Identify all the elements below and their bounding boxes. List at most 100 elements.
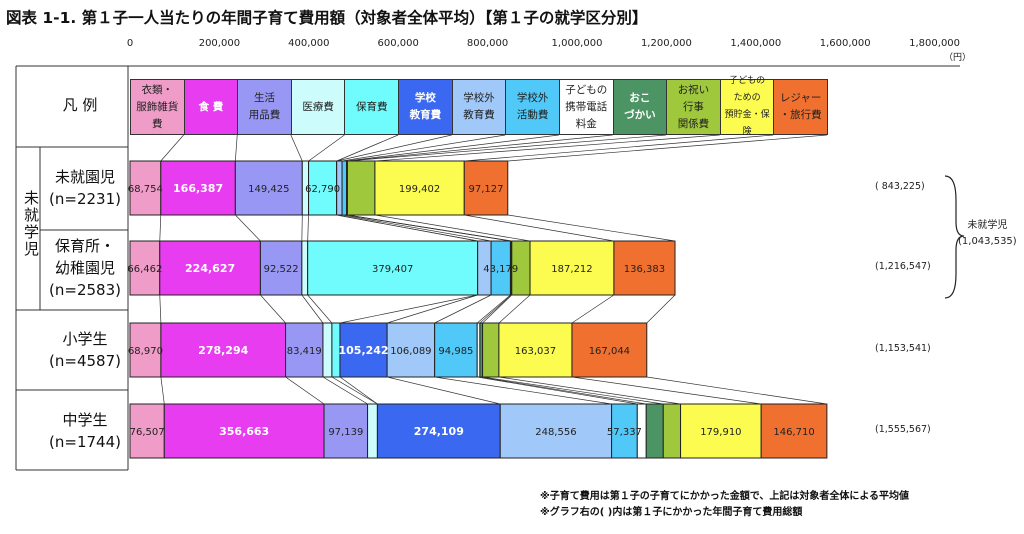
bar-segment [367, 403, 378, 459]
data-label: 43,179 [483, 264, 518, 275]
unit-label: （円） [944, 53, 972, 63]
connector-line [498, 294, 531, 324]
data-label: 92,522 [264, 264, 299, 275]
data-label: 166,387 [173, 182, 223, 195]
connector-line [342, 134, 506, 162]
bar-layer [129, 160, 828, 459]
x-tick-label: 1,000,000 [551, 38, 603, 49]
bar-segment [159, 240, 261, 296]
legend-label: 預貯金・保険 [724, 110, 770, 137]
bar-segment [571, 322, 648, 378]
bar-segment [234, 160, 303, 216]
legend-item: 学校外活動費 [505, 79, 560, 135]
data-label: 278,294 [198, 344, 248, 357]
legend-label: 携帯電話 [565, 100, 608, 113]
legend-label: 子どもの [729, 76, 766, 86]
legend-item: 衣類・服飾雑貨費 [130, 79, 185, 135]
connector-line [285, 376, 325, 405]
bar-segment [160, 322, 287, 378]
connector-layer [159, 134, 828, 405]
connector-line [322, 376, 368, 405]
data-label: 94,985 [438, 346, 473, 357]
bar-segment [386, 322, 436, 378]
legend-label: ための [733, 93, 761, 103]
connector-line [571, 376, 762, 405]
connector-line [336, 134, 452, 162]
bar-segment [760, 403, 828, 459]
connector-line [347, 134, 667, 162]
data-label: 199,402 [399, 184, 440, 195]
bar-segment [645, 403, 664, 459]
row-label-line: 未就園児 [54, 168, 115, 186]
data-label: 76,507 [130, 427, 165, 438]
legend-item: レジャー・旅行費 [773, 79, 828, 135]
bar-segment [307, 240, 479, 296]
connector-line [646, 294, 676, 324]
legend-item: おこづかい [612, 79, 668, 135]
legend-label: 医療費 [302, 100, 334, 113]
data-label: 62,790 [305, 184, 340, 195]
bar-segment [376, 403, 501, 459]
connector-line [234, 134, 238, 162]
bar-segment [301, 240, 309, 296]
row-total: ( 843,225) [875, 181, 925, 192]
row-label: 小学生 (n=4587) [42, 328, 128, 372]
brace-label-text: 未就学児 [967, 220, 1008, 231]
legend-label: 用品費 [248, 109, 281, 121]
bar-segment [259, 240, 303, 296]
x-tick-label: 1,200,000 [640, 38, 692, 49]
row-label-line: 小学生 [62, 330, 108, 348]
row-label-line: 幼稚園児 [54, 259, 115, 277]
bar-segment [499, 403, 613, 459]
bar-segment [323, 403, 369, 459]
connector-line [507, 214, 676, 242]
bar-segment [434, 322, 478, 378]
row-label: 未就園児(n=2231) [42, 166, 128, 210]
connector-line [476, 294, 511, 324]
legend-label: 保育費 [356, 100, 388, 113]
data-label: 379,407 [372, 264, 413, 275]
bar-segment [498, 322, 573, 378]
row-label: 保育所・幼稚園児(n=2583) [42, 235, 128, 301]
data-label: 57,337 [607, 427, 642, 438]
connector-line [374, 134, 720, 162]
data-label: 136,383 [624, 264, 665, 275]
legend-label: 子どもの [565, 83, 608, 96]
data-label: 356,663 [219, 425, 269, 438]
connector-line [290, 134, 303, 162]
connector-line [336, 214, 478, 242]
chart-title: 図表 1-1. 第１子一人当たりの年間子育て費用額（対象者全体平均）【第１子の就… [6, 9, 648, 27]
connector-line [160, 134, 184, 162]
legend-item: 生活用品費 [237, 79, 292, 135]
connector-line [346, 134, 613, 162]
connector-line [477, 376, 638, 405]
legend-label: 行事 [682, 100, 704, 113]
legend-label: 活動費 [516, 109, 549, 121]
connector-line [342, 214, 492, 242]
data-label: 97,127 [469, 184, 504, 195]
data-label: 68,970 [128, 346, 163, 357]
x-tick-label: 400,000 [288, 38, 330, 49]
row-label-line: (n=4587) [49, 352, 121, 370]
connector-line [159, 214, 162, 242]
legend-label: 費 [152, 117, 163, 130]
bar-segment [129, 160, 162, 216]
legend-label: おこ [629, 92, 651, 104]
connector-line [307, 214, 309, 242]
legend-item: 学校教育費 [398, 79, 453, 135]
connector-line [507, 134, 828, 162]
bar-segment [129, 322, 162, 378]
legend-label: 学校外 [463, 92, 495, 104]
bar-segment [160, 160, 236, 216]
legend-label: 服飾雑貨 [136, 100, 179, 113]
legend-item: 子どもの携帯電話料金 [558, 79, 614, 135]
legend-label: 教育費 [409, 109, 442, 121]
legend-label: お祝い [677, 83, 710, 96]
bar-segment [662, 403, 682, 459]
data-label: 146,710 [773, 427, 814, 438]
connector-line [482, 294, 513, 324]
x-tick-label: 600,000 [377, 38, 419, 49]
data-label: 83,419 [287, 346, 322, 357]
row-label-line: (n=2583) [49, 281, 121, 299]
